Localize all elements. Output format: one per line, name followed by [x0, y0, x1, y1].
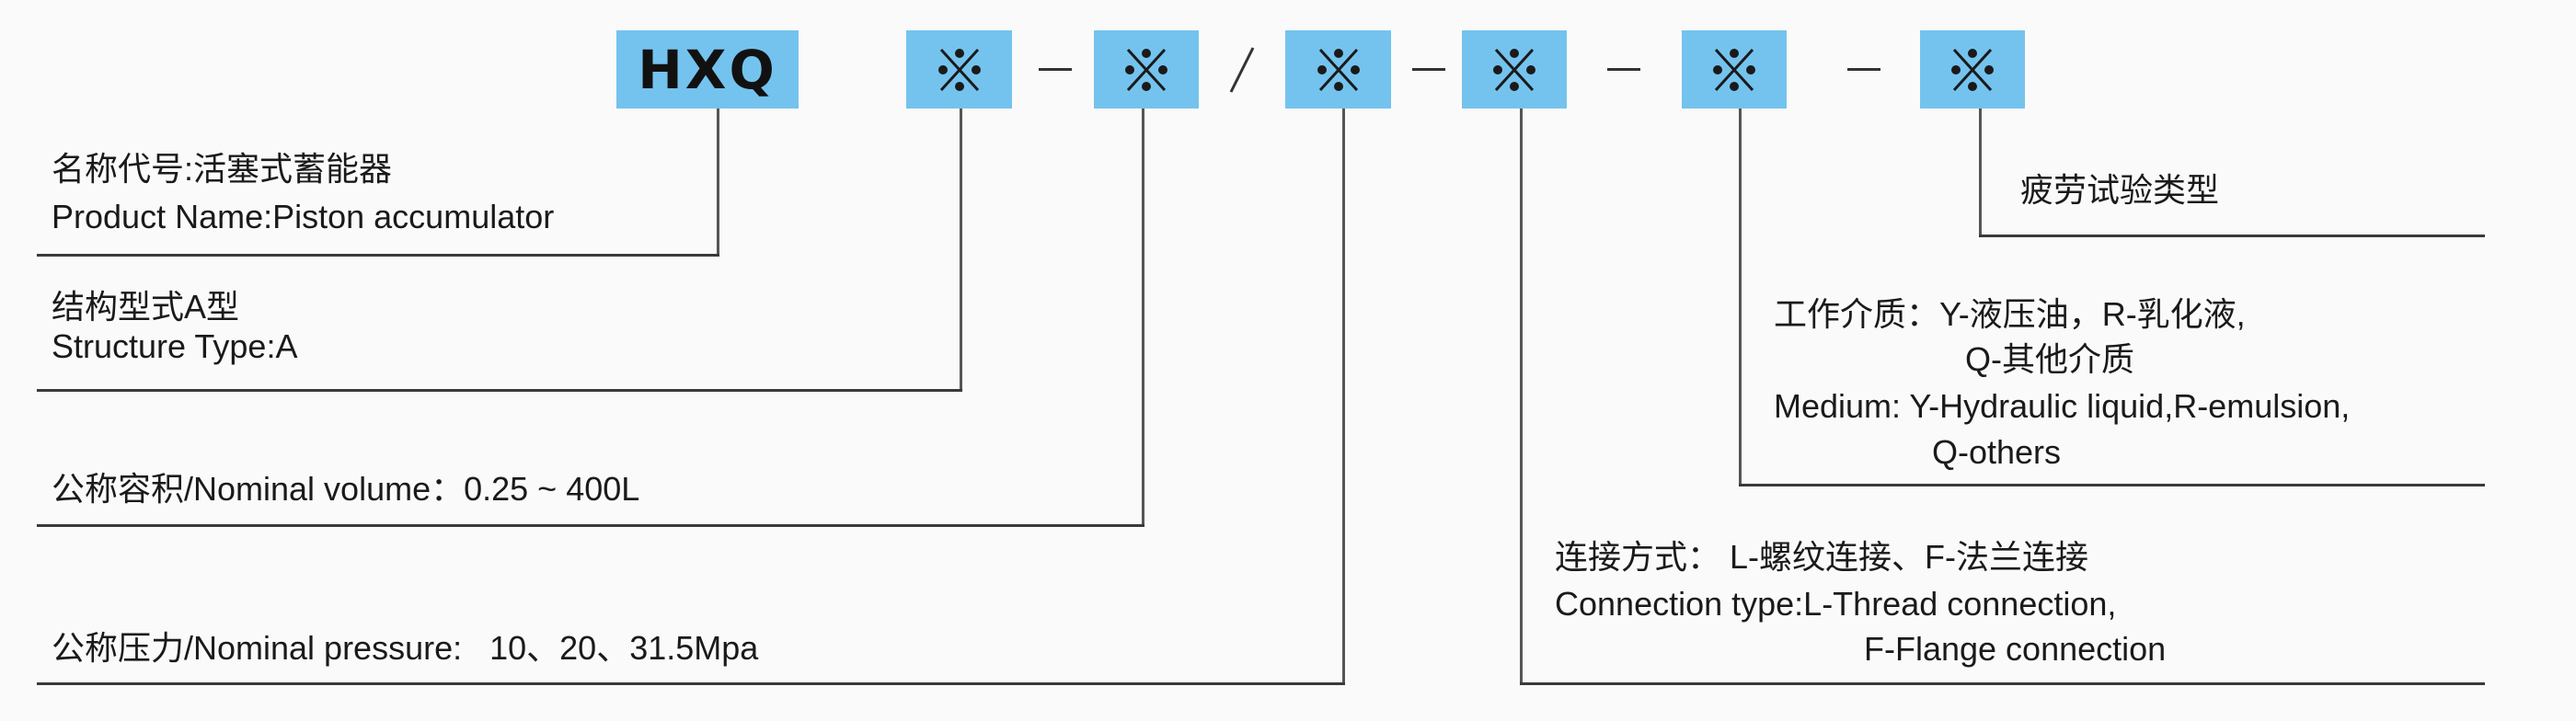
- code-slot-pressure: [1285, 30, 1391, 109]
- underline-volume: [37, 524, 1144, 527]
- leader-pressure: [1342, 109, 1345, 684]
- leader-medium: [1739, 109, 1742, 486]
- reference-mark-icon: [937, 48, 981, 91]
- underline-product-name: [37, 254, 719, 257]
- leader-structure: [960, 109, 962, 391]
- leader-prefix: [717, 109, 719, 256]
- separator-slash: [1229, 47, 1255, 93]
- medium-zh-line1: 工作介质：Y-液压油，R-乳化液,: [1774, 295, 2246, 333]
- volume-label: 公称容积/Nominal volume：0.25 ~ 400L: [52, 470, 640, 508]
- code-slot-fatigue: [1920, 30, 2025, 109]
- medium-zh-line2: Q-其他介质: [1965, 340, 2134, 378]
- reference-mark-icon: [1713, 48, 1755, 91]
- connection-en-line1: Connection type:L-Thread connection,: [1555, 585, 2117, 623]
- code-slot-volume: [1094, 30, 1199, 109]
- model-prefix-box: HXQ: [616, 30, 799, 109]
- separator-dash: [1607, 68, 1640, 71]
- separator-dash: [1847, 68, 1880, 71]
- pressure-label: 公称压力/Nominal pressure: 10、20、31.5Mpa: [52, 629, 759, 667]
- reference-mark-icon: [1125, 48, 1167, 91]
- product-name-zh: 名称代号:活塞式蓄能器: [52, 150, 393, 188]
- reference-mark-icon: [1317, 48, 1360, 91]
- connection-en-line2: F-Flange connection: [1864, 630, 2167, 668]
- leader-volume: [1142, 109, 1144, 526]
- code-slot-medium: [1682, 30, 1787, 109]
- underline-pressure: [37, 682, 1345, 685]
- underline-fatigue: [1979, 235, 2485, 237]
- medium-en-line1: Medium: Y-Hydraulic liquid,R-emulsion,: [1774, 387, 2351, 425]
- model-prefix: HXQ: [638, 38, 777, 101]
- leader-fatigue: [1979, 109, 1982, 236]
- underline-connection: [1520, 682, 2485, 685]
- reference-mark-icon: [1951, 48, 1994, 91]
- separator-dash: [1412, 68, 1445, 71]
- structure-zh: 结构型式A型: [52, 288, 240, 326]
- leader-connection: [1520, 109, 1523, 684]
- code-slot-connection: [1462, 30, 1567, 109]
- medium-en-line2: Q-others: [1932, 433, 2062, 471]
- underline-structure: [37, 389, 962, 392]
- underline-medium: [1739, 484, 2485, 486]
- connection-zh: 连接方式： L-螺纹连接、F-法兰连接: [1555, 538, 2088, 576]
- separator-dash: [1039, 68, 1072, 71]
- product-name-en: Product Name:Piston accumulator: [52, 198, 555, 235]
- structure-en: Structure Type:A: [52, 327, 298, 365]
- fatigue-zh: 疲劳试验类型: [2020, 171, 2220, 209]
- reference-mark-icon: [1493, 48, 1535, 91]
- code-slot-structure: [906, 30, 1012, 109]
